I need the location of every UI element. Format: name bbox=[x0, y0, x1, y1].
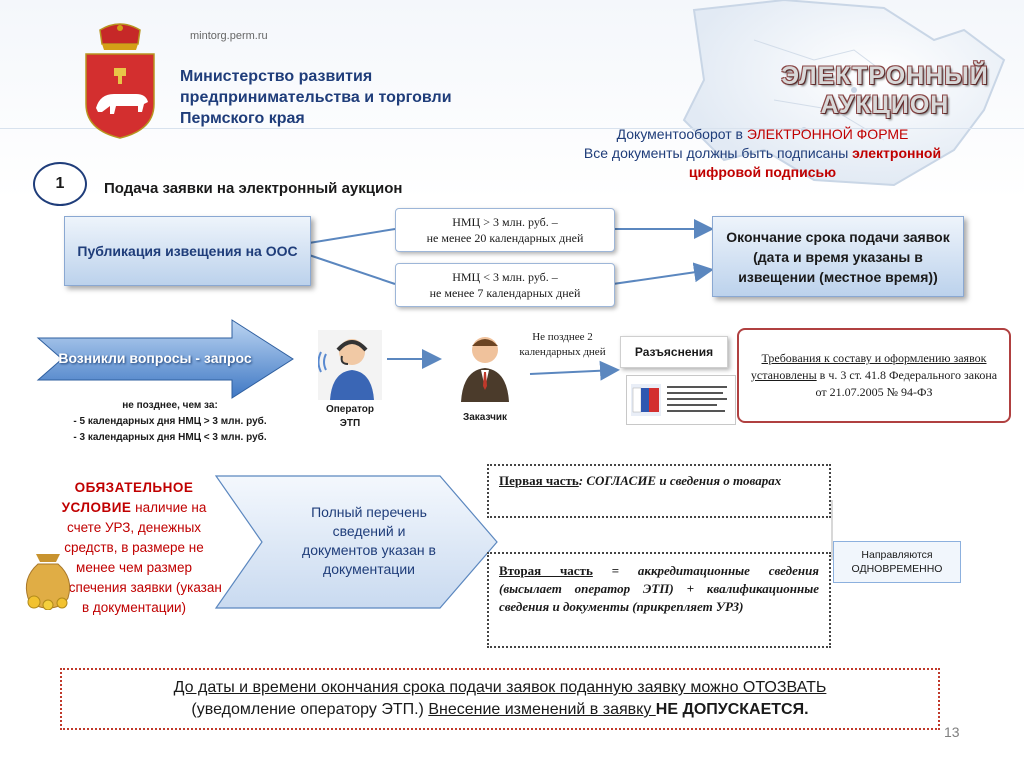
nmc-low-to-end-arrow bbox=[613, 270, 710, 284]
doc-note-line2-text: Все документы должны быть подписаны bbox=[584, 145, 852, 161]
doc-note-line2-highlight: электронной bbox=[852, 145, 941, 161]
nmc-low-line1: НМЦ < 3 млн. руб. – bbox=[396, 269, 614, 285]
second-part-box: Вторая часть = аккредитационные сведения… bbox=[487, 552, 831, 648]
publication-box: Публикация извещения на ООС bbox=[64, 216, 311, 286]
withdrawal-line2-bold: НЕ ДОПУСКАЕТСЯ. bbox=[656, 701, 809, 718]
first-part-heading: Первая часть bbox=[499, 473, 579, 488]
withdrawal-note: До даты и времени окончания срока подачи… bbox=[60, 668, 940, 730]
requirements-rest: в ч. 3 ст. 41.8 Федерального закона от 2… bbox=[815, 368, 997, 399]
requirements-text: Требования к составу и оформлению заявок… bbox=[745, 350, 1003, 401]
second-part-heading: Вторая часть bbox=[499, 563, 593, 578]
not-later-note: Не позднее 2 календарных дней bbox=[505, 330, 620, 360]
deadline-end-box: Окончание срока подачи заявок (дата и вр… bbox=[712, 216, 964, 297]
operator-label-line2: ЭТП bbox=[312, 417, 388, 431]
doc-note-line1-highlight: ЭЛЕКТРОННОЙ ФОРМЕ bbox=[747, 126, 909, 142]
first-part-text: : СОГЛАСИЕ и сведения о товарах bbox=[579, 473, 781, 488]
operator-headset-icon bbox=[318, 330, 382, 400]
ministry-name: Министерство развития предпринимательств… bbox=[180, 66, 500, 129]
doc-note-line1-text: Документооборот в bbox=[617, 126, 747, 142]
documentation-arrow-text: Полный перечень сведений и документов ук… bbox=[294, 503, 444, 579]
page-number: 13 bbox=[944, 724, 960, 740]
step-number-badge: 1 bbox=[33, 162, 87, 206]
deadline-line3: - 3 календарных дня НМЦ < 3 млн. руб. bbox=[40, 430, 300, 446]
slide-title: ЭЛЕКТРОННЫЙ АУКЦИОН bbox=[760, 62, 1010, 120]
first-part-box: Первая часть: СОГЛАСИЕ и сведения о това… bbox=[487, 464, 831, 518]
slide-title-line1: ЭЛЕКТРОННЫЙ bbox=[760, 62, 1010, 91]
customer-to-clarification-arrow bbox=[530, 370, 616, 374]
nmc-high-box: НМЦ > 3 млн. руб. – не менее 20 календар… bbox=[395, 208, 615, 252]
step-title: Подача заявки на электронный аукцион bbox=[104, 180, 402, 197]
pub-to-nmc-low-connector bbox=[309, 255, 395, 284]
pub-to-nmc-high-connector bbox=[309, 229, 395, 243]
money-bag-icon bbox=[20, 548, 76, 610]
question-deadline-note: не позднее, чем за: - 5 календарных дня … bbox=[40, 398, 300, 446]
nmc-low-line2: не менее 7 календарных дней bbox=[396, 285, 614, 301]
sent-line1: Направляются bbox=[861, 548, 932, 562]
withdrawal-line2-underlined: Внесение изменений в заявку bbox=[428, 701, 655, 718]
document-flow-note: Документооборот в ЭЛЕКТРОННОЙ ФОРМЕ Все … bbox=[545, 125, 980, 182]
operator-label: Оператор ЭТП bbox=[312, 403, 388, 431]
nmc-high-line1: НМЦ > 3 млн. руб. – bbox=[396, 214, 614, 230]
questions-arrow-label: Возникли вопросы - запрос bbox=[40, 350, 270, 366]
perm-coat-of-arms-logo bbox=[82, 22, 158, 140]
operator-label-line1: Оператор bbox=[312, 403, 388, 417]
doc-note-line1: Документооборот в ЭЛЕКТРОННОЙ ФОРМЕ bbox=[545, 125, 980, 144]
clarification-box: Разъяснения bbox=[620, 336, 728, 368]
withdrawal-line1: До даты и времени окончания срока подачи… bbox=[62, 677, 938, 699]
nmc-low-box: НМЦ < 3 млн. руб. – не менее 7 календарн… bbox=[395, 263, 615, 307]
sent-line2: ОДНОВРЕМЕННО bbox=[852, 562, 943, 576]
doc-note-line2: Все документы должны быть подписаны элек… bbox=[545, 144, 980, 163]
sent-simultaneously-note: Направляются ОДНОВРЕМЕННО bbox=[833, 541, 961, 583]
withdrawal-line2: (уведомление оператору ЭТП.) Внесение из… bbox=[62, 699, 938, 721]
doc-note-line3: цифровой подписью bbox=[545, 163, 980, 182]
nmc-high-line2: не менее 20 календарных дней bbox=[396, 230, 614, 246]
deadline-line2: - 5 календарных дня НМЦ > 3 млн. руб. bbox=[40, 414, 300, 430]
requirements-note: Требования к составу и оформлению заявок… bbox=[737, 328, 1011, 423]
withdrawal-line2-plain: (уведомление оператору ЭТП.) bbox=[191, 701, 428, 718]
official-site-thumbnail-image bbox=[626, 375, 736, 425]
slide-title-line2: АУКЦИОН bbox=[760, 91, 1010, 120]
site-url: mintorg.perm.ru bbox=[190, 30, 268, 42]
customer-label: Заказчик bbox=[440, 411, 530, 425]
deadline-line1: не позднее, чем за: bbox=[40, 398, 300, 414]
